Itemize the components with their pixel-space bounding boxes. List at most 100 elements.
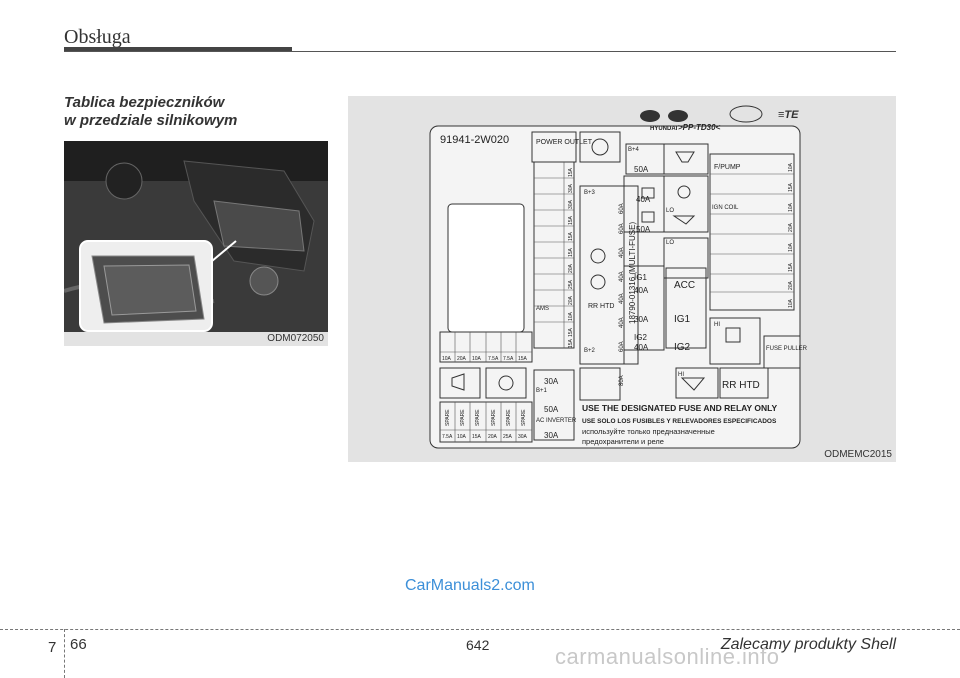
small-fuse-8: 20A <box>568 295 574 305</box>
notice-ru-1: используйте только предназначенные <box>582 427 715 436</box>
small-fuse-2: 30A <box>568 199 574 209</box>
relay-icon <box>641 187 655 199</box>
acc-label: ACC <box>674 280 695 291</box>
abs-icon <box>590 274 606 290</box>
right-fuse-1: 15A <box>788 182 794 192</box>
bottom-fuse-0: 10A <box>442 356 452 362</box>
b4-fuse: 50A <box>634 165 649 174</box>
notice-es: USE SOLO LOS FUSIBLES Y RELEVADORES ESPE… <box>582 418 777 425</box>
hyundai-logo-icon <box>640 110 660 122</box>
right-fuse-4: 10A <box>788 242 794 252</box>
watermark-grey: carmanualsonline.info <box>555 644 780 669</box>
bottom-fuse-3: 7.5A <box>488 356 499 362</box>
wash-box <box>663 143 709 175</box>
blank-panel <box>447 203 525 333</box>
photo-caption: ODM072050 <box>64 332 328 346</box>
ac-icon <box>498 375 514 391</box>
left-small-fuse-column <box>533 161 575 349</box>
fuse-puller-label: FUSE PULLER <box>766 346 808 352</box>
ign-relay-column <box>665 267 707 349</box>
multi-fuse-5: 40A <box>619 317 625 328</box>
ac-30-fuse: 30A <box>544 431 559 440</box>
ac-relay-box <box>485 367 527 399</box>
ig1-label: IG1 <box>634 273 647 282</box>
thn-logo-icon <box>729 105 763 123</box>
spare-fuse-5: 30A <box>518 434 528 440</box>
section-title: Tablica bezpieczników w przedziale silni… <box>64 94 237 130</box>
lo-relay-box <box>663 175 709 233</box>
b3-label: B+3 <box>584 190 596 196</box>
rr-htd-small-label: RR HTD <box>588 303 614 310</box>
right-fuse-3: 20A <box>788 222 794 232</box>
spare-label-0: SPARE <box>445 409 451 426</box>
section-title-line2: w przedziale silnikowym <box>64 112 238 129</box>
multi-fuse-2: 40A <box>619 247 625 258</box>
power-outlet-label: POWER OUTLET <box>536 139 593 146</box>
multi-fuse-7: 80A <box>619 375 625 386</box>
lo-label: LO <box>666 208 674 214</box>
small-fuse-7: 25A <box>568 279 574 289</box>
ams-label: AMS <box>536 306 549 312</box>
horn-icon <box>451 373 465 391</box>
page-header-title: Obsługa <box>64 26 131 48</box>
right-fuse-5: 15A <box>788 262 794 272</box>
relay-icon <box>641 211 655 223</box>
wash-icon <box>675 151 695 163</box>
multi-fuse-3: 40A <box>619 271 625 282</box>
header-rule <box>64 51 896 52</box>
ig1-relay-label: IG1 <box>674 314 691 325</box>
ste-logo-icon: ≡TE <box>778 109 799 121</box>
small-fuse-6: 20A <box>568 263 574 273</box>
chapter-number: 7 <box>48 639 57 656</box>
ig1-fuse: 40A <box>634 286 649 295</box>
photo-caption-text: ODM072050 <box>267 333 324 344</box>
f-pump-label: F/PUMP <box>714 164 741 171</box>
fuse-box-illustration: ≡TE 91941-2W020 HYUNDAI >PP-TD30< POWER … <box>429 105 808 449</box>
center-page-number: 642 <box>466 637 490 653</box>
bottom-fuse-2: 10A <box>472 356 482 362</box>
col2-fuse-0: 40A <box>636 195 651 204</box>
page-number: 66 <box>70 636 87 653</box>
bottom-fuse-5: 15A <box>518 356 528 362</box>
wiper-fuse: 30A <box>634 315 649 324</box>
small-fuse-5: 15A <box>568 247 574 257</box>
spare-fuse-1: 10A <box>457 434 467 440</box>
diagram-caption: ODMEMC2015 <box>824 449 892 460</box>
multifuse-label: 18790-01316 (MULTI-FUSE) <box>628 222 637 324</box>
footer-rule <box>0 629 960 630</box>
right-fuse-2: 10A <box>788 202 794 212</box>
engine-photo-illustration <box>64 141 328 332</box>
spare-fuse-3: 20A <box>488 434 498 440</box>
rr-htd-relay-box <box>719 367 769 399</box>
multi-fuse-6: 60A <box>619 341 625 352</box>
small-fuse-0: 15A <box>568 167 574 177</box>
bottom-fuse-1: 20A <box>457 356 467 362</box>
hi-relay-box <box>709 317 761 365</box>
spare-label-2: SPARE <box>475 409 481 426</box>
lo-relay-box-2 <box>663 237 709 279</box>
small-fuse-3: 15A <box>568 215 574 225</box>
small-fuse-9: 10A <box>568 311 574 321</box>
rr-htd-label: RR HTD <box>722 380 760 391</box>
spare-fuse-2: 15A <box>472 434 482 440</box>
material-text: >PP-TD30< <box>678 123 721 132</box>
hi-wiper-label: HI <box>678 372 684 378</box>
brand-logos: ≡TE <box>640 105 799 123</box>
right-fuse-6: 20A <box>788 280 794 290</box>
header-rule-accent <box>64 47 292 52</box>
spare-label-1: SPARE <box>460 409 466 426</box>
b1-30-fuse: 30A <box>544 377 559 386</box>
b2-label: B+2 <box>584 348 596 354</box>
hi-label: HI <box>714 322 720 328</box>
kia-logo-icon <box>668 110 688 122</box>
ign-coil-label: IGN COIL <box>712 205 739 211</box>
spare-fuse-4: 25A <box>503 434 513 440</box>
multi-fuse-0: 60A <box>619 203 625 214</box>
notice-en: USE THE DESIGNATED FUSE AND RELAY ONLY <box>582 403 778 413</box>
watermark-blue: CarManuals2.com <box>405 577 535 594</box>
wiper-icon <box>672 215 696 225</box>
ac-inverter-label: AC INVERTER <box>536 418 577 424</box>
section-title-line1: Tablica bezpieczników <box>64 94 225 111</box>
multi-fuse-1: 60A <box>619 223 625 234</box>
col2-fuse-1: 50A <box>636 225 651 234</box>
